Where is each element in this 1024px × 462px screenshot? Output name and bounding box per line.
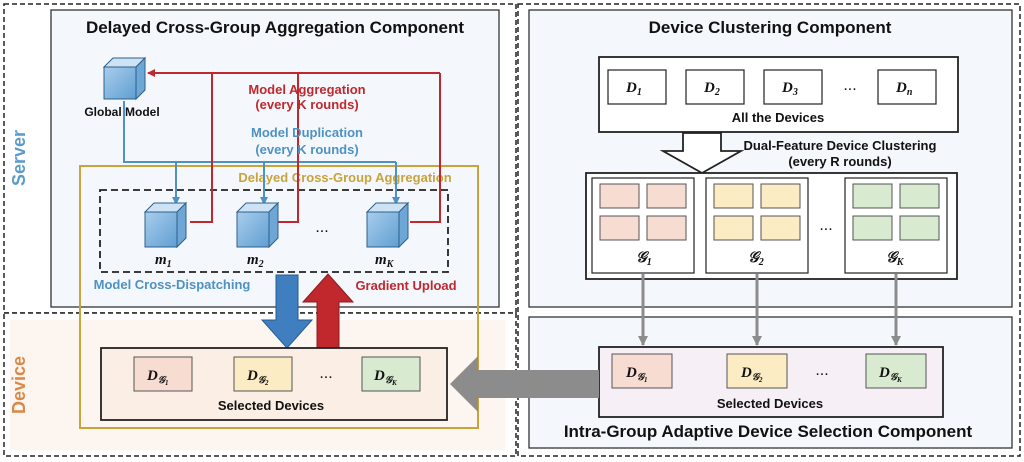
models-ellipsis: ... — [315, 219, 328, 236]
group-1-cell — [646, 183, 687, 209]
selection-group1-label: D𝒢1 — [625, 365, 647, 384]
group-K-cell — [899, 215, 940, 241]
device-group1-device — [133, 356, 193, 392]
group-1-cell — [599, 183, 640, 209]
group-2-cell — [713, 215, 754, 241]
all-devices-label: All the Devices — [732, 110, 825, 125]
group-1-cell — [646, 215, 687, 241]
device-D2 — [685, 69, 745, 105]
gradient-upload-label: Gradient Upload — [355, 278, 456, 293]
group-models-box — [99, 189, 449, 273]
model-duplication-arrows — [123, 101, 400, 205]
model-aggregation-label: Model Aggregation — [248, 82, 365, 97]
devices-ellipsis: ... — [843, 77, 856, 94]
selection-component-title: Intra-Group Adaptive Device Selection Co… — [564, 422, 973, 441]
group-2-cell — [713, 183, 754, 209]
device-D1 — [607, 69, 667, 105]
delayed-component-title: Delayed Cross-Group Aggregation Componen… — [86, 18, 464, 37]
group-K-cell — [852, 183, 893, 209]
device-Dn-label: Dn — [895, 80, 913, 98]
group-2-cell — [760, 215, 801, 241]
model-2-cube-icon — [235, 201, 280, 249]
model-2-label: m2 — [247, 252, 264, 270]
clustering-label: Dual-Feature Device Clustering — [744, 138, 937, 153]
group-1-cell — [599, 215, 640, 241]
clustering-freq: (every R rounds) — [788, 154, 891, 169]
model-aggregation-freq: (every K rounds) — [255, 97, 358, 112]
clustering-arrow — [659, 132, 745, 175]
device-D2-label: D2 — [703, 80, 720, 98]
selection-group1-device — [611, 353, 673, 389]
device-Dn — [877, 69, 937, 105]
gradient-upload-arrow — [301, 273, 355, 349]
model-duplication-freq: (every K rounds) — [255, 142, 358, 157]
selection-ellipsis: ... — [815, 362, 828, 379]
model-aggregation-arrows — [147, 69, 441, 223]
selection-selected-devices-label: Selected Devices — [717, 396, 823, 411]
group-2-label: 𝒢2 — [748, 250, 764, 268]
device-group2-label: D𝒢2 — [246, 368, 269, 387]
group-2-cell — [760, 183, 801, 209]
device-selected-ellipsis: ... — [319, 365, 332, 382]
group-K-label: 𝒢K — [886, 250, 905, 268]
selection-to-device-arrow — [450, 356, 599, 412]
selection-group2-device — [726, 353, 788, 389]
model-K-label: mK — [375, 252, 395, 270]
device-selected-devices-label: Selected Devices — [218, 398, 324, 413]
selection-groupK-label: D𝒢K — [878, 365, 903, 384]
model-1-label: m1 — [155, 252, 172, 270]
model-duplication-label: Model Duplication — [251, 125, 363, 140]
device-D3 — [763, 69, 823, 105]
clustering-component-title: Device Clustering Component — [649, 18, 892, 37]
global-model-label: Global Model — [84, 105, 159, 119]
device-groupK-label: D𝒢K — [373, 368, 398, 387]
model-1-cube-icon — [143, 201, 188, 249]
cross-dispatch-arrow — [260, 274, 314, 349]
selection-group2-label: D𝒢2 — [740, 365, 763, 384]
groups-ellipsis: ... — [819, 217, 832, 234]
device-groupK-device — [361, 356, 421, 392]
server-label: Server — [9, 130, 29, 186]
cross-dispatching-label: Model Cross-Dispatching — [94, 277, 251, 292]
device-D1-label: D1 — [625, 80, 642, 98]
model-K-cube-icon — [365, 201, 410, 249]
delayed-aggregation-box — [79, 165, 479, 429]
device-D3-label: D3 — [781, 80, 798, 98]
device-group2-device — [233, 356, 293, 392]
delayed-component-box — [50, 9, 500, 308]
global-model-cube-icon — [102, 56, 147, 101]
selection-groupK-device — [865, 353, 927, 389]
group-to-selection-arrows — [638, 274, 901, 346]
delayed-aggregation-label: Delayed Cross-Group Aggregation — [238, 170, 451, 185]
device-group1-label: D𝒢1 — [146, 368, 168, 387]
device-label: Device — [9, 356, 29, 414]
group-K-cell — [852, 215, 893, 241]
group-K-cell — [899, 183, 940, 209]
group-1-label: 𝒢1 — [636, 250, 652, 268]
